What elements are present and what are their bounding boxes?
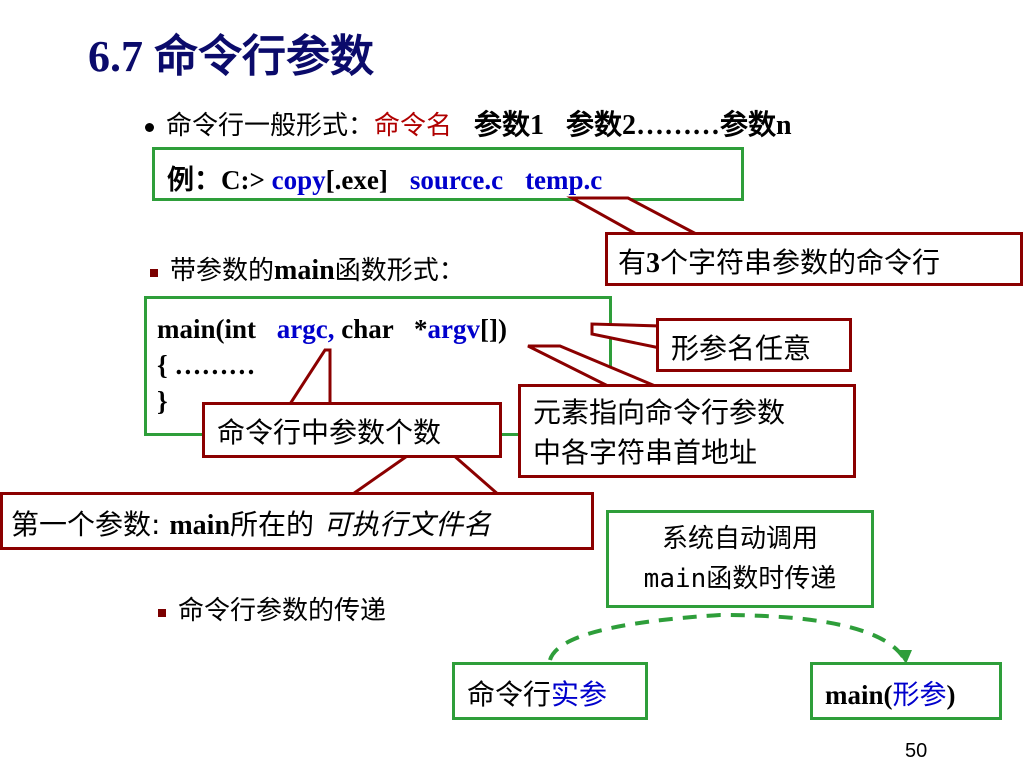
callout-3-pre: 有 xyxy=(618,246,647,279)
general-form-prefix: 命令行一般形式： xyxy=(166,111,375,141)
actual-params-box: 命令行实参 xyxy=(452,662,648,720)
callout-argc-count: 命令行中参数个数 xyxy=(202,402,502,458)
main-form-main: main xyxy=(274,255,335,286)
first-param-main: main xyxy=(169,510,231,541)
pointer-formal-name xyxy=(590,322,662,350)
pointer-count xyxy=(287,348,332,406)
code-star: * xyxy=(413,314,428,344)
actual-highlight: 实参 xyxy=(551,678,608,711)
main-form-prefix: 带参数的 xyxy=(170,256,275,286)
square-bullet-icon xyxy=(150,268,158,277)
callout-three-string-params: 有3个字符串参数的命令行 xyxy=(605,232,1023,286)
example-box: 例：C:> copy[.exe] source.c temp.c xyxy=(152,147,744,201)
formal-close: ) xyxy=(946,680,956,710)
example-copy: copy xyxy=(271,165,326,195)
main-form-heading: 带参数的main函数形式： xyxy=(150,250,465,287)
command-name: 命令名 xyxy=(374,111,453,141)
param-passing-label: 命令行参数的传递 xyxy=(178,596,387,626)
first-param-mid: 所在的 xyxy=(230,508,323,541)
callout-first-param: 第一个参数: main所在的 可执行文件名 xyxy=(0,492,594,550)
system-line2-rest: 函数时传递 xyxy=(706,564,837,594)
code-line-3: } xyxy=(157,386,168,416)
pointer-elements xyxy=(527,344,661,390)
code-argv: argv xyxy=(427,314,480,344)
code-brackets: []) xyxy=(479,314,507,344)
square-bullet-icon xyxy=(158,608,166,617)
formal-params-box: main(形参) xyxy=(810,662,1002,720)
param-2-to-n: 参数2………参数n xyxy=(566,110,792,141)
first-param-prefix: 第一个参数: xyxy=(11,508,170,541)
first-param-exe-name: 可执行文件名 xyxy=(322,508,491,541)
formal-highlight: 形参 xyxy=(892,680,947,711)
callout-elements-line2: 中各字符串首地址 xyxy=(533,436,758,469)
section-param-passing: 命令行参数的传递 xyxy=(158,590,386,627)
example-exe: [.exe] xyxy=(325,165,388,195)
code-line-1: main(int argc, char *argv[]) xyxy=(157,311,599,347)
bullet-dot-icon xyxy=(145,123,154,133)
system-main-mono: main xyxy=(643,564,707,594)
pointer-3params xyxy=(566,196,701,238)
actual-prefix: 命令行 xyxy=(467,678,552,711)
code-line-2: { ……… xyxy=(157,350,256,380)
formal-main: main( xyxy=(825,680,893,710)
slide-title: 6.7 命令行参数 xyxy=(88,32,374,81)
code-argc: argc, xyxy=(276,314,335,344)
callout-argv-elements: 元素指向命令行参数 中各字符串首地址 xyxy=(518,384,856,478)
system-line2: main函数时传递 xyxy=(619,559,861,599)
page-number: 50 xyxy=(905,740,928,762)
code-main-int: main(int xyxy=(157,314,263,344)
example-prefix: 例：C:> xyxy=(167,165,272,195)
callout-formal-name-arbitrary: 形参名任意 xyxy=(656,318,852,372)
callout-3-num: 3 xyxy=(646,248,661,279)
main-form-suffix: 函数形式： xyxy=(334,256,465,286)
pointer-first-param xyxy=(345,452,504,498)
callout-3-post: 个字符串参数的命令行 xyxy=(660,246,941,279)
code-char: char xyxy=(334,314,400,344)
arc-arrowhead-icon xyxy=(897,650,912,664)
system-line1: 系统自动调用 xyxy=(661,524,818,554)
example-temp: temp.c xyxy=(525,165,603,195)
system-auto-call-box: 系统自动调用 main函数时传递 xyxy=(606,510,874,608)
command-line-general-form: 命令行一般形式：命令名参数1 参数2………参数n xyxy=(145,103,792,143)
param-1: 参数1 xyxy=(474,110,545,141)
passing-arc xyxy=(548,612,907,662)
callout-elements-line1: 元素指向命令行参数 xyxy=(533,396,786,429)
example-source: source.c xyxy=(409,165,504,195)
